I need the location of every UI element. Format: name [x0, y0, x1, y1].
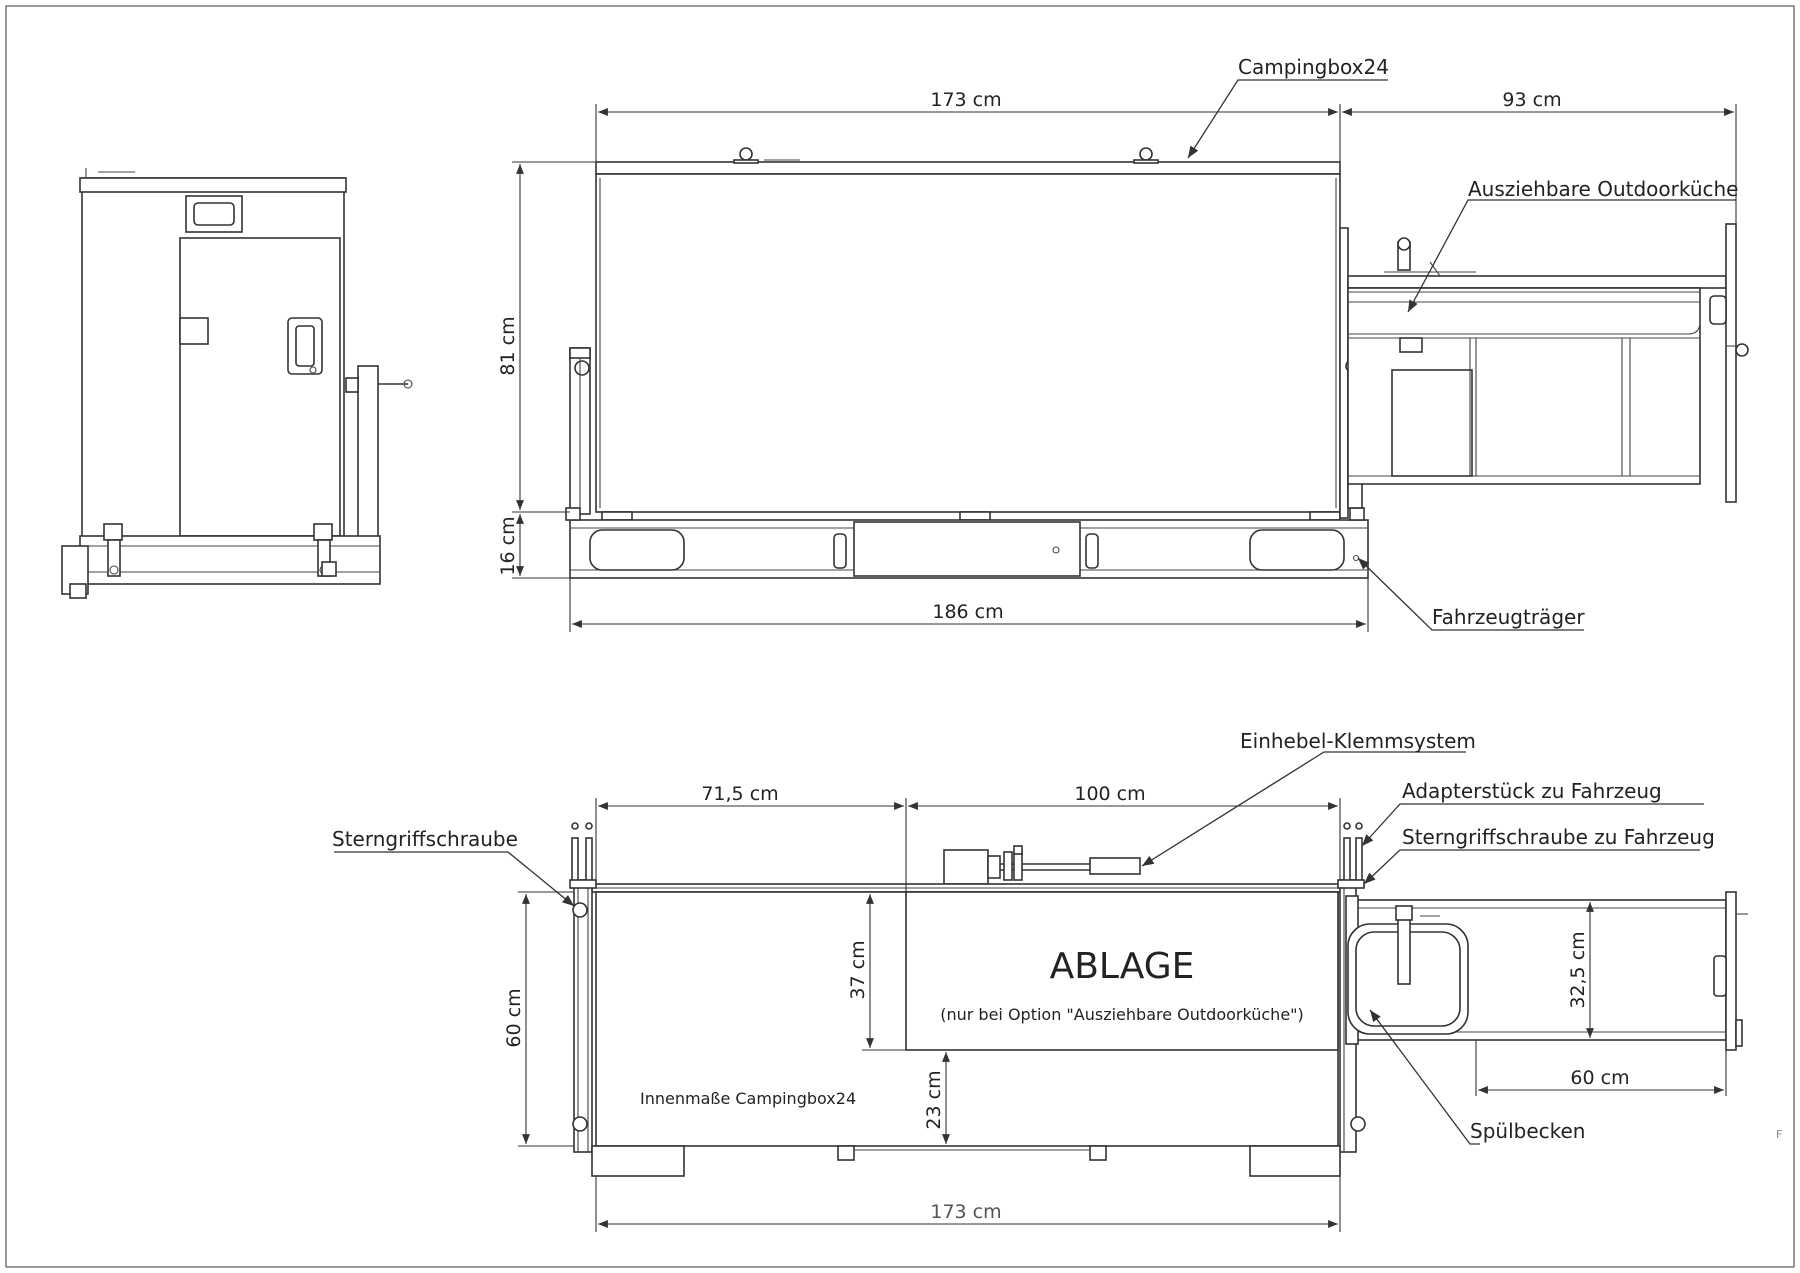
- dim-storage-width: 100 cm: [1074, 783, 1145, 805]
- inner-dims-label: Innenmaße Campingbox24: [640, 1089, 856, 1108]
- dim-front-width: 173 cm: [930, 89, 1001, 111]
- dim-carrier-height: 16 cm: [497, 516, 519, 575]
- side-view: [61, 168, 413, 599]
- dim-kitchen-extension: 93 cm: [1502, 89, 1561, 111]
- dim-storage-depth: 37 cm: [847, 940, 869, 999]
- corner-mark: F: [1776, 1128, 1782, 1141]
- top-view: [569, 822, 1748, 1177]
- dim-kitchen-depth: 60 cm: [1570, 1067, 1629, 1089]
- star-screw-label: Sterngriffschraube: [332, 827, 518, 851]
- dim-gap-depth: 23 cm: [923, 1070, 945, 1129]
- clamp-system-label: Einhebel-Klemmsystem: [1240, 729, 1476, 753]
- dim-inner-length: 173 cm: [930, 1201, 1001, 1223]
- leader-lines: [334, 79, 1736, 1145]
- dim-depth: 60 cm: [503, 988, 525, 1047]
- drawing-frame: [5, 5, 1795, 1268]
- storage-title: ABLAGE: [1050, 946, 1195, 987]
- dim-carrier-width: 186 cm: [932, 601, 1003, 623]
- annotations: Campingbox24 Ausziehbare Outdoorküche Fa…: [332, 55, 1782, 1143]
- dim-box-height: 81 cm: [497, 316, 519, 375]
- kitchen-label: Ausziehbare Outdoorküche: [1468, 177, 1738, 201]
- front-view: [565, 147, 1749, 579]
- dim-sink-depth: 32,5 cm: [1567, 931, 1589, 1008]
- vehicle-carrier-label: Fahrzeugträger: [1432, 605, 1585, 629]
- dimension-values: 173 cm 93 cm 81 cm 16 cm 186 cm 71,5 cm …: [497, 89, 1630, 1223]
- sink-label: Spülbecken: [1470, 1119, 1585, 1143]
- storage-note: (nur bei Option "Ausziehbare Outdoorküch…: [940, 1005, 1304, 1024]
- adapter-label: Adapterstück zu Fahrzeug: [1402, 779, 1662, 803]
- campingbox-label: Campingbox24: [1238, 55, 1389, 79]
- dim-left-section: 71,5 cm: [701, 783, 778, 805]
- dimension-lines: [512, 104, 1737, 1232]
- star-screw-vehicle-label: Sterngriffschraube zu Fahrzeug: [1402, 825, 1715, 849]
